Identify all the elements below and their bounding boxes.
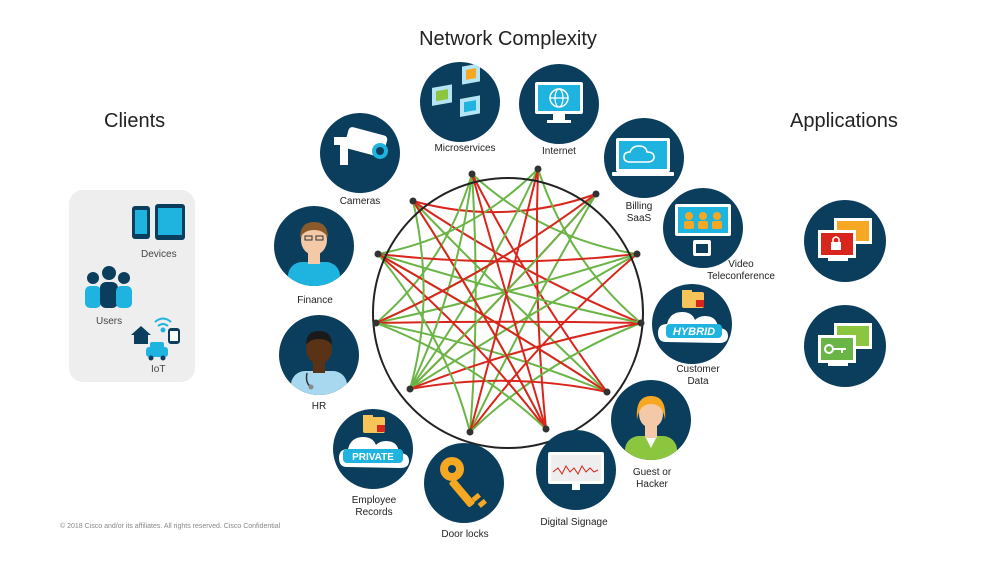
- internet-icon: [535, 82, 583, 123]
- tablet-icon: [155, 204, 185, 240]
- hybrid-badge: HYBRID: [673, 326, 715, 338]
- cameras-node: [320, 113, 400, 193]
- network-link: [471, 173, 608, 393]
- network-node-dot: [466, 428, 474, 436]
- signage-icon: [548, 452, 604, 490]
- microservices-label: Microservices: [434, 143, 496, 154]
- devices-label: Devices: [141, 249, 177, 260]
- network-link: [412, 193, 597, 214]
- network-link: [409, 193, 597, 390]
- network-node-dot: [374, 250, 382, 258]
- network-link: [377, 253, 608, 393]
- page-title: Network Complexity: [419, 28, 597, 50]
- network-link: [469, 193, 597, 433]
- network-link: [375, 193, 597, 324]
- phone-icon: [132, 206, 150, 239]
- network-link: [537, 168, 642, 324]
- network-link: [469, 253, 638, 433]
- network-link: [377, 253, 547, 430]
- network-node-dot: [633, 250, 641, 258]
- key-app-icon: [818, 323, 872, 366]
- network-link: [535, 168, 547, 430]
- users-icon: [85, 266, 132, 308]
- microservices-icon: [432, 63, 480, 117]
- hr-label: HR: [311, 401, 327, 412]
- network-node-dot: [372, 319, 380, 327]
- iot-label: IoT: [151, 364, 166, 375]
- finance-label: Finance: [297, 295, 333, 306]
- clients-icons: [85, 204, 185, 361]
- application-key-node: [804, 305, 886, 387]
- network-link: [375, 320, 642, 324]
- finance-person-icon: [288, 222, 340, 286]
- network-node-dot: [406, 385, 414, 393]
- applications-title: Applications: [790, 110, 898, 132]
- network-node-dot: [603, 388, 611, 396]
- private-cloud-icon: PRIVATE: [339, 415, 409, 468]
- wifi-icon: [154, 317, 172, 333]
- network-link: [375, 173, 473, 324]
- home-icon: [131, 326, 151, 344]
- key-icon: [440, 457, 487, 508]
- finance-node: [274, 206, 354, 286]
- digital-signage-node: [536, 430, 616, 510]
- network-link: [377, 253, 638, 263]
- users-label: Users: [96, 316, 123, 327]
- network-link: [471, 173, 638, 255]
- application-locked-node: [804, 200, 886, 282]
- network-link: [375, 322, 608, 393]
- employee-records-node: PRIVATE: [333, 409, 413, 489]
- billing-saas-node: [604, 118, 684, 198]
- customer-data-node: HYBRID: [652, 284, 732, 364]
- digital-signage-label: Digital Signage: [540, 517, 608, 528]
- watch-icon: [168, 328, 180, 344]
- network-link: [377, 253, 471, 433]
- car-icon: [146, 342, 168, 361]
- network-link: [377, 253, 642, 324]
- network-link: [409, 253, 638, 390]
- network-ring: [372, 177, 644, 449]
- guest-person-icon: [625, 396, 677, 460]
- door-locks-node: [424, 443, 504, 523]
- network-link: [469, 173, 477, 433]
- guest-hacker-node: [611, 380, 691, 460]
- door-locks-label: Door locks: [441, 529, 489, 540]
- hr-person-icon: [291, 331, 347, 395]
- network-link: [409, 173, 473, 390]
- video-conference-icon: [675, 204, 731, 256]
- network-node-dot: [542, 425, 550, 433]
- hr-node: [279, 315, 359, 395]
- network-node-dot: [637, 319, 645, 327]
- network-link: [409, 379, 608, 393]
- microservices-node: [420, 62, 500, 142]
- private-badge: PRIVATE: [352, 452, 394, 463]
- copyright-footer: © 2018 Cisco and/or its affiliates. All …: [60, 523, 281, 530]
- cameras-label: Cameras: [339, 196, 381, 207]
- video-teleconference-node: [663, 188, 743, 268]
- network-link: [412, 200, 608, 393]
- internet-node: [519, 64, 599, 144]
- network-node-dot: [534, 165, 542, 173]
- network-node-dot: [409, 197, 417, 205]
- network-link: [375, 193, 597, 324]
- hybrid-cloud-icon: HYBRID: [658, 290, 728, 343]
- clients-title: Clients: [104, 110, 166, 132]
- network-link: [471, 173, 547, 430]
- network-link: [375, 322, 547, 430]
- locked-app-icon: [818, 218, 872, 261]
- cloud-monitor-icon: [612, 138, 674, 176]
- network-node-dot: [592, 190, 600, 198]
- camera-icon: [334, 127, 388, 165]
- network-node-dot: [468, 170, 476, 178]
- network-link: [409, 200, 425, 390]
- network-link: [469, 168, 539, 433]
- internet-label: Internet: [542, 146, 576, 157]
